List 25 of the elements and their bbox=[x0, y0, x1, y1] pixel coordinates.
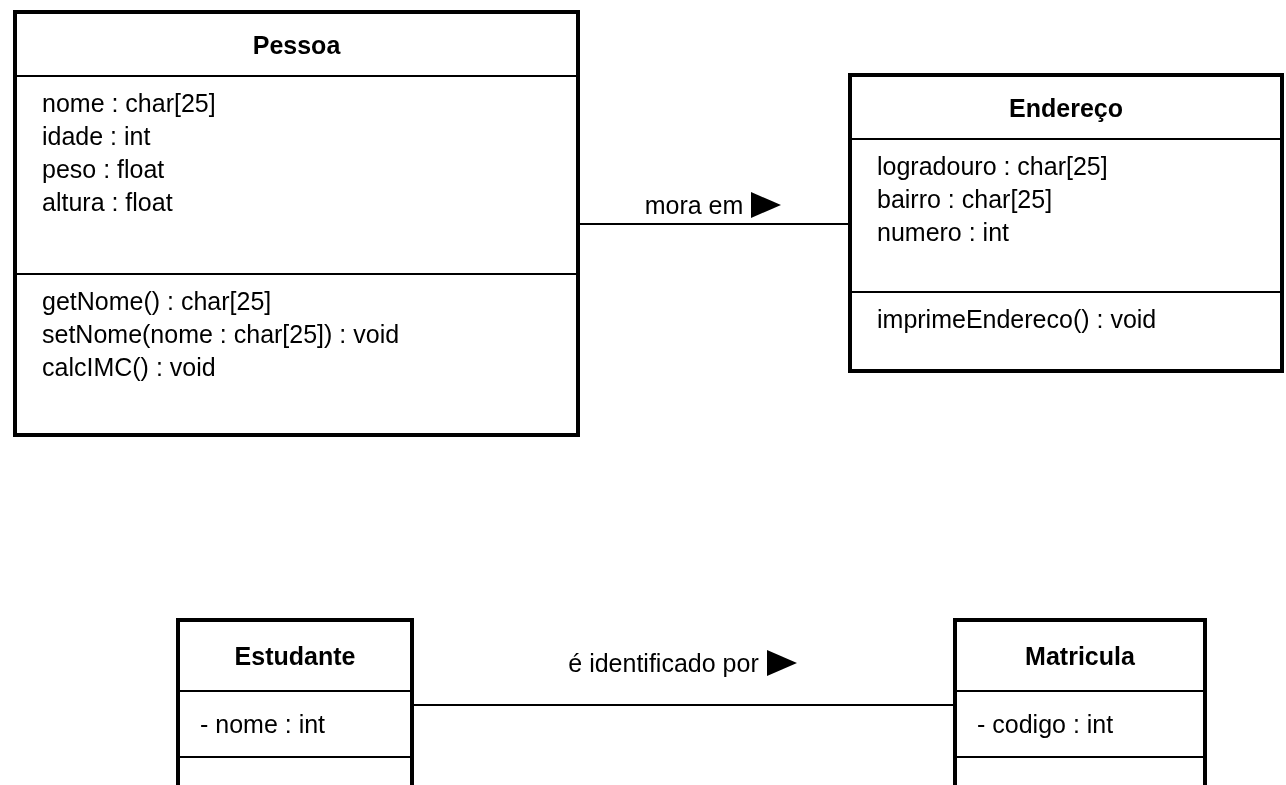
attribute-text: numero : int bbox=[877, 217, 1009, 248]
edge-label: é identificado por bbox=[568, 648, 759, 678]
attribute-text: - nome : int bbox=[200, 709, 326, 740]
class-name: Estudante bbox=[234, 642, 356, 670]
attribute-text: nome : char[25] bbox=[42, 88, 216, 119]
association-line bbox=[579, 223, 849, 225]
class-box bbox=[953, 618, 1207, 785]
class-name: Endereço bbox=[1009, 94, 1123, 122]
attribute-text: bairro : char[25] bbox=[877, 184, 1053, 215]
method-text: setNome(nome : char[25]) : void bbox=[42, 319, 400, 350]
attribute-text: idade : int bbox=[42, 121, 151, 152]
attribute-text: logradouro : char[25] bbox=[877, 151, 1108, 182]
association-line bbox=[413, 704, 954, 706]
class-box bbox=[176, 618, 414, 785]
method-text: getNome() : char[25] bbox=[42, 286, 272, 317]
attribute-text: peso : float bbox=[42, 154, 165, 185]
attribute-text: altura : float bbox=[42, 187, 173, 218]
method-text: imprimeEndereco() : void bbox=[877, 304, 1157, 335]
method-text: calcIMC() : void bbox=[42, 352, 216, 383]
edge-label: mora em bbox=[644, 190, 744, 220]
attribute-text: - codigo : int bbox=[977, 709, 1114, 740]
class-box bbox=[13, 10, 580, 437]
class-name: Pessoa bbox=[252, 31, 341, 59]
class-box bbox=[848, 73, 1284, 373]
class-name: Matricula bbox=[1025, 642, 1135, 670]
